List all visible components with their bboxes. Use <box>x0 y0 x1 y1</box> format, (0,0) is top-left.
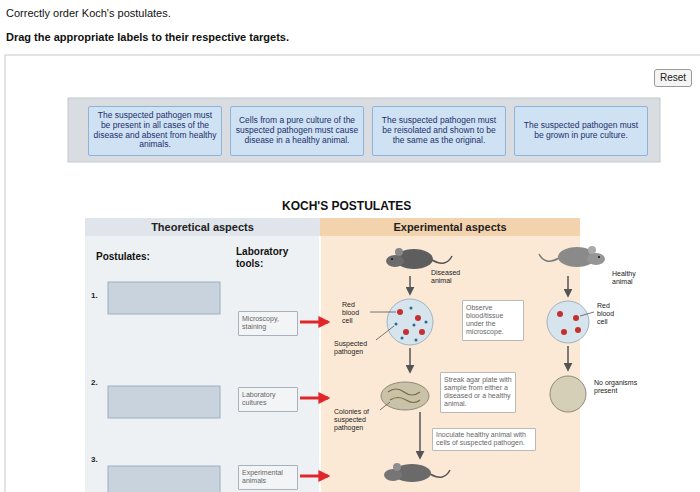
node-text: Experimental aspects <box>322 221 578 234</box>
note-box: Streak agar plate with sample from eithe… <box>440 372 516 413</box>
mouse-head <box>386 255 404 267</box>
leader-line <box>370 312 396 313</box>
reset-button: Reset <box>654 69 692 87</box>
figure-label: Colonies of suspected pathogen <box>334 408 380 432</box>
pathogen <box>425 321 428 324</box>
drop-target <box>108 466 220 492</box>
node-text: Theoretical aspects <box>87 221 318 234</box>
down-arrow <box>409 276 411 294</box>
node-text: The suspected pathogen must be grown in … <box>518 121 644 141</box>
row-number: 1. <box>91 291 98 300</box>
red-blood-cell <box>575 327 581 333</box>
agar-plate <box>381 382 429 410</box>
red-blood-cell <box>415 315 421 321</box>
pathogen <box>415 339 418 342</box>
node-text: Cells from a pure culture of the suspect… <box>234 116 360 145</box>
column-heading: Postulates: <box>96 251 150 263</box>
node-text: Experimental animals <box>242 469 294 485</box>
instruction-text: Drag the appropriate labels to their res… <box>6 31 289 44</box>
leader-line <box>376 326 394 340</box>
red-blood-cell <box>403 329 409 335</box>
header-band: Theoretical aspects <box>85 218 320 236</box>
mouse-tail <box>539 254 559 261</box>
agar-plate-colonies <box>381 382 429 410</box>
agar-plate-empty <box>550 376 586 412</box>
node-text: The suspected pathogen must be present i… <box>92 111 218 150</box>
figure-label: Healthy animal <box>612 270 650 286</box>
figure-label: Red blood cell <box>342 301 368 325</box>
note-box: Inoculate healthy animal with cells of s… <box>432 428 536 451</box>
node-text: Observe blood/tissue under the microscop… <box>466 304 520 336</box>
mouse-eye <box>391 258 393 260</box>
row-number: 2. <box>91 378 98 387</box>
tool-box: Microscopy, staining <box>238 311 298 336</box>
tool-box: Experimental animals <box>238 465 298 490</box>
microscope-field <box>547 301 589 343</box>
note-box: Observe blood/tissue under the microscop… <box>462 300 524 341</box>
figure-label: No organisms present <box>594 379 642 395</box>
node-text: Streak agar plate with sample from eithe… <box>444 376 512 408</box>
node-text: Inoculate healthy animal with cells of s… <box>436 431 532 447</box>
mouse-ear <box>393 463 401 471</box>
pathogen <box>395 323 398 326</box>
red-arrow <box>300 321 328 324</box>
agar-plate <box>550 376 586 412</box>
red-blood-cell <box>419 329 425 335</box>
node-text: Microscopy, staining <box>242 315 294 331</box>
divider <box>319 218 321 492</box>
red-blood-cell <box>397 309 403 315</box>
mouse-head <box>587 253 605 265</box>
microscope-field <box>387 299 433 345</box>
red-arrow <box>300 397 328 400</box>
down-arrow <box>419 412 421 458</box>
mouse-head <box>384 469 402 481</box>
healthy-mouse <box>539 246 605 267</box>
red-arrow <box>300 475 328 478</box>
mouse-tail <box>432 256 452 263</box>
label-bank <box>68 98 660 162</box>
experiment-area <box>320 236 580 492</box>
diseased-blood-view <box>387 299 433 345</box>
page-title: Correctly order Koch's postulates. <box>6 7 171 20</box>
drop-target <box>108 386 220 418</box>
healthy-blood-view <box>547 301 589 343</box>
mouse-tail <box>430 470 450 477</box>
leader-line <box>380 402 390 410</box>
node-text: Laboratory cultures <box>242 391 294 407</box>
label-card: The suspected pathogen must be reisolate… <box>372 106 506 156</box>
column-heading: Laboratory tools: <box>236 246 302 269</box>
inoculated-mouse <box>384 463 450 482</box>
pathogen <box>401 337 404 340</box>
figure-label: Red blood cell <box>597 302 625 326</box>
label-card: Cells from a pure culture of the suspect… <box>230 106 364 156</box>
mouse-eye <box>598 256 600 258</box>
streak-colonies <box>388 389 420 403</box>
drop-target <box>108 282 220 314</box>
question-frame <box>5 55 700 492</box>
tool-box: Laboratory cultures <box>238 387 298 412</box>
node-text: The suspected pathogen must be reisolate… <box>376 116 502 145</box>
header-band: Experimental aspects <box>320 218 580 236</box>
mouse-ear <box>588 246 596 254</box>
theory-area <box>85 236 320 492</box>
diseased-mouse <box>386 248 452 269</box>
label-card: The suspected pathogen must be grown in … <box>514 106 648 156</box>
down-arrow <box>567 346 569 370</box>
diagram-heading: KOCH'S POSTULATES <box>282 200 411 214</box>
figure-label: Diseased animal <box>431 269 473 285</box>
red-blood-cell <box>557 311 563 317</box>
node-text: Reset <box>660 72 686 84</box>
down-arrow <box>567 276 569 296</box>
leader-line <box>580 312 594 316</box>
red-blood-cell <box>573 315 579 321</box>
figure-label: Suspected pathogen <box>334 340 376 356</box>
row-number: 3. <box>91 455 98 464</box>
pathogen <box>410 307 413 310</box>
down-arrow <box>409 348 411 372</box>
pathogen <box>413 324 416 327</box>
label-card: The suspected pathogen must be present i… <box>88 106 222 156</box>
red-blood-cell <box>561 329 567 335</box>
mouse-ear <box>395 248 403 256</box>
